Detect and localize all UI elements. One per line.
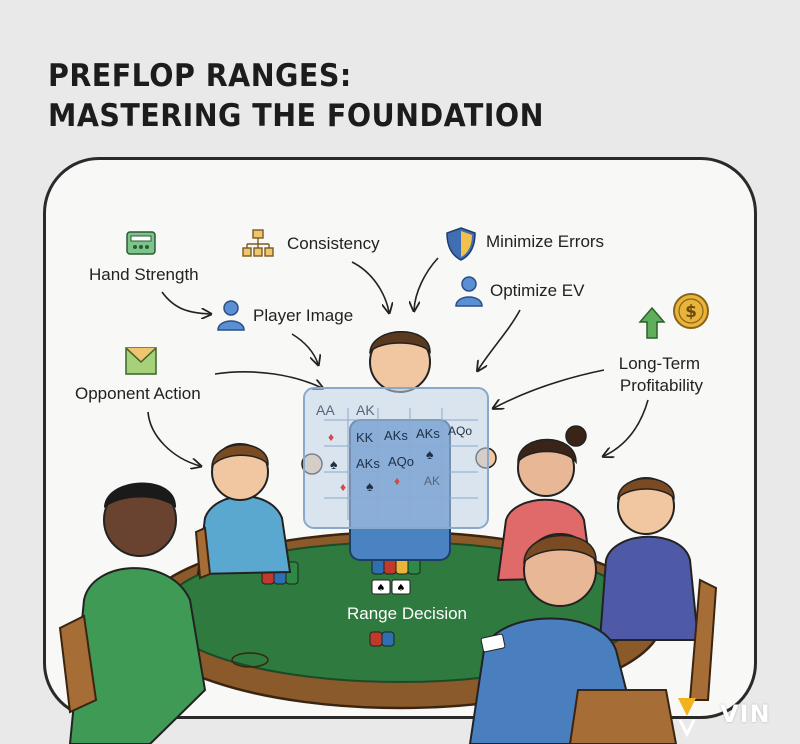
arrow-opponent-action [214,371,322,388]
range-cell: AK [356,402,375,418]
range-cell: AA [316,402,335,418]
diamond-icon: ♦ [328,430,335,444]
concept-hand-strength: Hand Strength [89,265,199,284]
arrow-consistency [351,261,389,312]
watermark-text: VIN [720,700,771,728]
concept-player-image: Player Image [253,306,354,325]
spade-icon: ♠ [366,478,374,494]
concept-consistency: Consistency [287,234,380,253]
concept-minimize-errors: Minimize Errors [486,232,605,251]
growth-arrow-icon [638,306,666,339]
community-cards: ♠ ♠ [371,579,411,595]
concept-opponent-action: Opponent Action [75,384,201,403]
arrow-hand-strength [161,291,210,314]
page-title: PREFLOP RANGES: MASTERING THE FOUNDATION [48,56,544,136]
range-cell: AKs [384,428,408,443]
arrow-long-term [494,369,605,408]
diamond-icon: ♦ [340,480,347,494]
range-cell: AKs [416,426,440,441]
spade-icon: ♠ [330,456,338,472]
arrow-long-term-down [604,399,649,456]
range-cell: KK [356,430,374,445]
range-grid-panel [303,387,489,529]
concept-long-term-line-2: Profitability [619,376,703,395]
range-cell: AQo [388,454,415,469]
chairs [58,526,718,744]
title-line-1: PREFLOP RANGES: [48,58,352,94]
spade-icon: ♠ [426,446,434,462]
person-icon [455,276,483,307]
envelope-icon [125,347,157,375]
shield-icon [446,227,476,261]
hierarchy-icon [242,229,274,257]
arrow-optimize-ev [478,309,521,370]
table-label: Range Decision [347,604,468,623]
arrow-opponent-action-down [147,411,200,466]
player-light-blue-shirt [196,443,292,576]
player-green-shirt [68,482,207,744]
arrow-minimize-errors [414,257,439,310]
player-purple-shirt [598,477,700,641]
range-cell: AQo [448,424,473,438]
svg-text:♠: ♠ [397,583,406,594]
title-line-2: MASTERING THE FOUNDATION [48,98,544,134]
concept-long-term-line-1: Long-Term [618,354,700,373]
watermark-logo-icon [678,698,696,738]
svg-text:♠: ♠ [377,583,386,594]
svg-text:$: $ [685,302,697,322]
keypad-icon [126,231,156,255]
range-cell: AKs [356,456,380,471]
range-cell: AK [424,474,441,488]
diamond-icon: ♦ [394,474,401,488]
arrow-player-image [291,333,318,364]
concept-optimize-ev: Optimize EV [490,281,585,300]
dollar-coin-icon: $ [673,293,709,329]
person-icon [217,300,245,331]
concept-arrows [147,257,649,466]
